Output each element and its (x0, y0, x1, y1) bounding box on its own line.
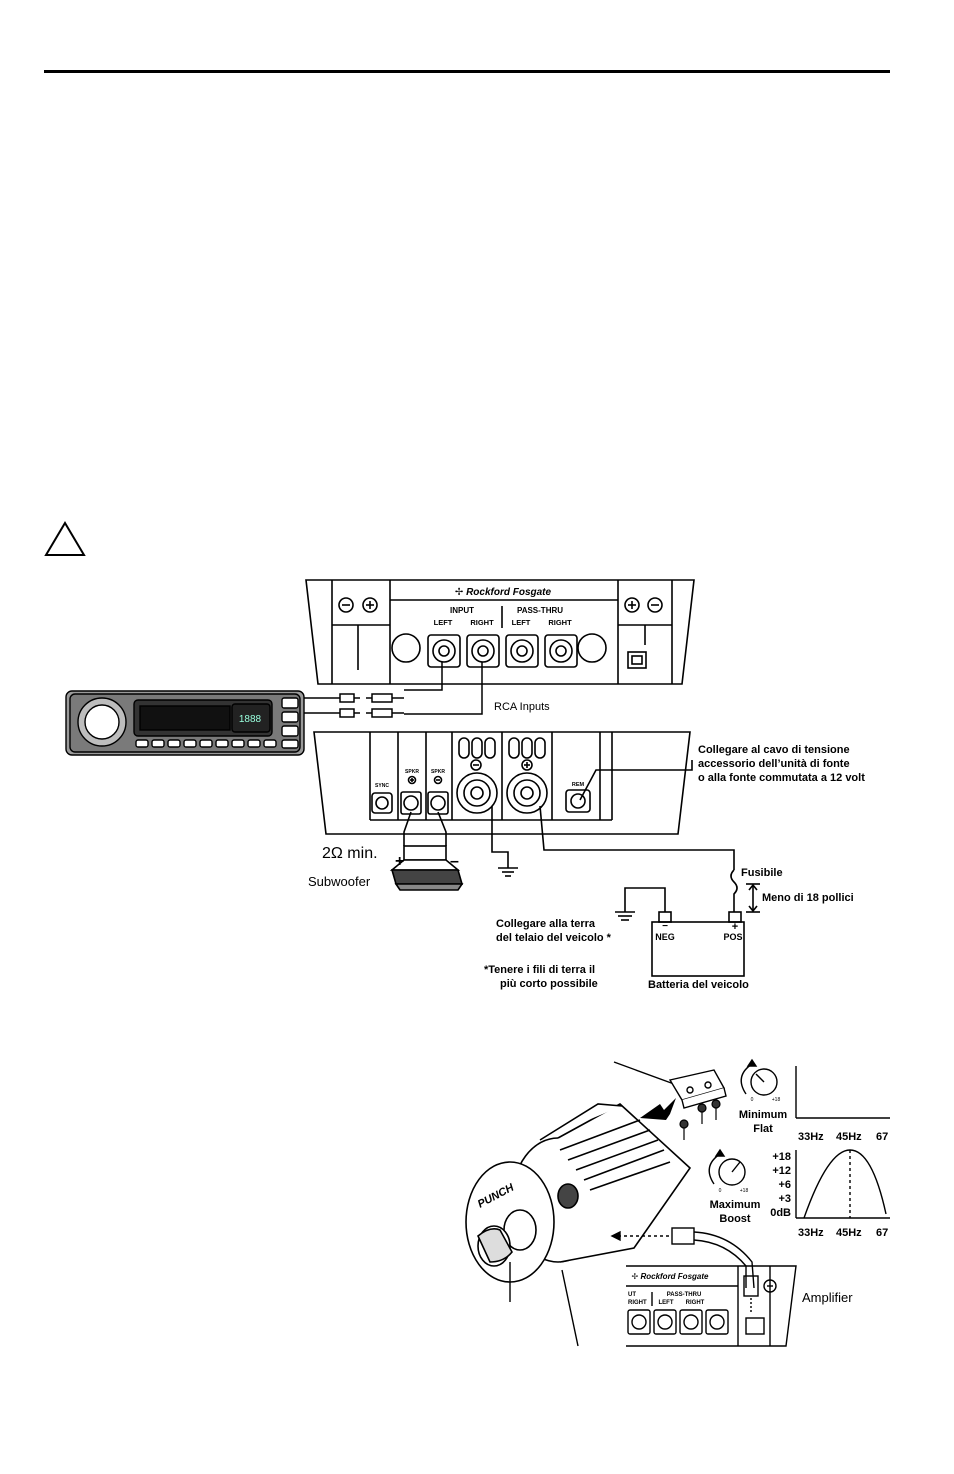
chart-max-boost (795, 1149, 890, 1219)
head-unit (65, 690, 305, 756)
chart-min-flat (795, 1066, 890, 1119)
pass-left-label: LEFT (512, 618, 531, 627)
mini-pass-thru-label: PASS-THRU (667, 1292, 702, 1298)
min-freq-45: 45Hz (836, 1131, 862, 1143)
min-freq-33: 33Hz (798, 1131, 824, 1143)
max-freq-67: 67 (876, 1227, 888, 1239)
fuse-label: Fusibile (741, 867, 783, 879)
mini-right-label-a: RIGHT (628, 1300, 647, 1306)
input-right-label: RIGHT (470, 618, 494, 627)
db-label-18: +18 (772, 1151, 791, 1163)
knob-max-icon (708, 1148, 746, 1186)
knob-max-label-2: Boost (719, 1213, 751, 1225)
speaker-plus: + (395, 853, 404, 870)
knob-min-label-1: Minimum (739, 1109, 787, 1121)
impedance-label: 2Ω min. (322, 845, 378, 862)
min-freq-67: 67 (876, 1131, 888, 1143)
amp-brand-logo: ✢ Rockford Fosgate (455, 587, 552, 598)
spkr-minus-label: SPKR (431, 769, 445, 775)
amplifier-mini-panel (626, 1265, 797, 1347)
pass-right-label: RIGHT (548, 618, 572, 627)
knob-min-label-2: Flat (753, 1123, 773, 1135)
knob-min-icon (740, 1058, 778, 1096)
mini-ut-label: UT (628, 1292, 636, 1298)
sync-label: SYNC (375, 783, 389, 789)
knob-max-scale-high: +18 (740, 1188, 749, 1194)
battery-pos-label: POS (723, 932, 742, 942)
speaker-minus: – (450, 853, 459, 870)
subwoofer-icon (389, 845, 464, 891)
subwoofer-label: Subwoofer (308, 874, 371, 889)
mounting-bracket (668, 1069, 727, 1109)
mini-left-label: LEFT (659, 1300, 674, 1306)
db-label-3: +3 (778, 1193, 791, 1205)
rca-cables (304, 662, 483, 718)
db-label-0: 0dB (770, 1207, 791, 1219)
knob-max-label-1: Maximum (710, 1199, 761, 1211)
amplifier-label: Amplifier (802, 1290, 853, 1305)
bracket-callout-line (613, 1061, 675, 1085)
battery-plus: + (732, 921, 738, 933)
battery-label: Batteria del veicolo (648, 979, 749, 991)
ground-footnote-line-2: più corto possibile (500, 978, 598, 990)
amplifier-end-panel (313, 731, 691, 835)
knob-min-scale-high: +18 (772, 1097, 781, 1103)
ground-note-line-2: del telaio del veicolo * (496, 932, 612, 944)
amplifier-top-panel (305, 579, 695, 685)
mini-brand-logo: ✢ Rockford Fosgate (632, 1272, 709, 1281)
mini-right-label-b: RIGHT (686, 1300, 705, 1306)
db-label-12: +12 (772, 1165, 791, 1177)
spkr-plus-label: SPKR (405, 769, 419, 775)
input-label: INPUT (450, 606, 474, 615)
input-left-label: LEFT (434, 618, 453, 627)
arrow-icon (640, 1098, 676, 1120)
rem-label: REM (572, 782, 585, 788)
remote-cable (610, 1227, 755, 1289)
max-freq-45: 45Hz (836, 1227, 862, 1239)
top-rule (44, 70, 890, 73)
battery-minus: − (662, 921, 668, 932)
ground-note-line-1: Collegare alla terra (496, 918, 596, 930)
screws-icon (679, 1099, 721, 1140)
fuse-distance-label: Meno di 18 pollici (762, 892, 854, 904)
remote-note-line-2: accessorio dell’unità di fonte (698, 758, 850, 770)
head-unit-display: 1888 (239, 714, 262, 725)
battery-neg-label: NEG (655, 932, 675, 942)
rca-inputs-label: RCA Inputs (494, 701, 550, 713)
db-label-6: +6 (778, 1179, 791, 1191)
knob-min-scale-low: 0 (751, 1097, 754, 1103)
knob-max-scale-low: 0 (719, 1188, 722, 1194)
warning-triangle-icon (44, 521, 86, 556)
punch-faceplate (465, 1161, 555, 1283)
max-freq-33: 33Hz (798, 1227, 824, 1239)
ground-footnote-line-1: *Tenere i fili di terra il (484, 964, 595, 976)
power-wiring (403, 760, 760, 977)
pass-thru-label: PASS-THRU (517, 606, 563, 615)
remote-note-line-3: o alla fonte commutata a 12 volt (698, 772, 865, 784)
remote-callout-lines (509, 1262, 579, 1347)
remote-note-line-1: Collegare al cavo di tensione (698, 744, 850, 756)
